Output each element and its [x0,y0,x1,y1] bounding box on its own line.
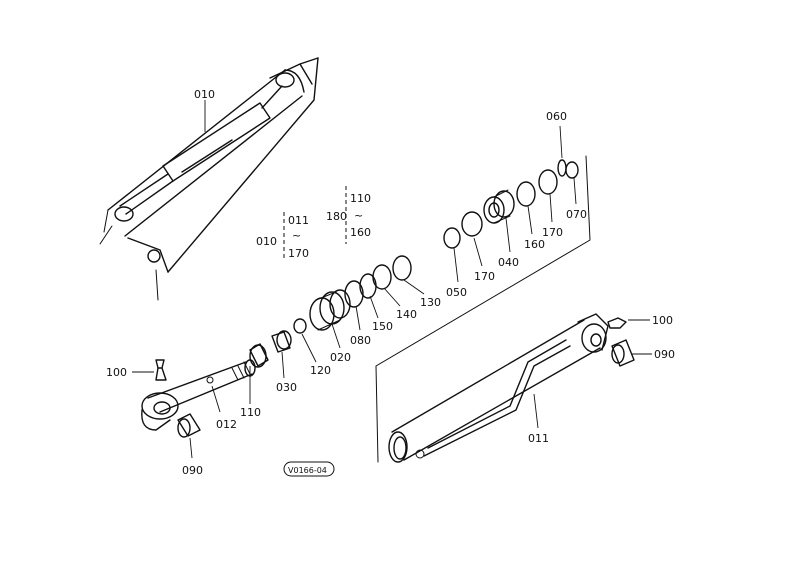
boom-cylinder [114,72,295,263]
part-label-011: 011 [528,432,549,445]
group-010-label: 010 [256,235,277,248]
group-010-to: 170 [288,247,309,260]
group-010-from: 011 [288,214,309,227]
part-label-140: 140 [396,308,417,321]
group-180-tilde: ~ [354,209,363,222]
group-180-from: 110 [350,192,371,205]
snap-ring-070: 070 [565,161,587,221]
part-label-020: 020 [330,351,351,364]
ring-170-a: 170 [461,211,495,283]
part-label-090-right: 090 [654,348,675,361]
drawing-code: V0166-04 [288,466,327,475]
part-label-030: 030 [276,381,297,394]
piston-rod [141,359,256,431]
ring-150: 150 [359,273,393,333]
part-label-070: 070 [566,208,587,221]
group-180: 180 110 ~ 160 [326,186,371,244]
part-label-050: 050 [446,286,467,299]
part-label-010: 010 [194,88,215,101]
nut-110: 110 [240,343,269,419]
part-label-160: 160 [524,238,545,251]
ring-080: 080 [344,280,371,347]
part-label-170-a: 170 [474,270,495,283]
part-label-060: 060 [546,110,567,123]
group-010-tilde: ~ [292,229,301,242]
ring-130: 130 [392,255,441,309]
part-label-040: 040 [498,256,519,269]
part-label-150: 150 [372,320,393,333]
ring-160: 160 [516,181,545,251]
cylinder-tube: 011 [375,155,609,463]
part-label-110: 110 [240,406,261,419]
part-label-100-left: 100 [106,366,127,379]
gland-040: 040 [483,189,519,269]
grease-nipple-left: 100 [106,359,167,381]
grease-nipple-right: 100 [607,314,673,329]
bushing-right: 090 [611,339,675,367]
part-label-012: 012 [216,418,237,431]
bushing-left: 090 [177,413,203,477]
piston-020: 020 [309,289,351,364]
drawing-code-badge: V0166-04 [283,461,335,477]
part-label-080: 080 [350,334,371,347]
part-label-090-left: 090 [182,464,203,477]
part-label-120: 120 [310,364,331,377]
part-label-170-b: 170 [542,226,563,239]
group-180-label: 180 [326,210,347,223]
collar-030: 030 [271,330,297,394]
ring-170-b: 170 [538,169,563,239]
part-label-100-right: 100 [652,314,673,327]
ring-140: 140 [372,264,417,321]
group-010: 010 011 ~ 170 [256,212,309,260]
group-180-to: 160 [350,226,371,239]
ring-120: 120 [293,318,331,377]
wiper-060: 060 [546,110,567,177]
boom-overview: 010 [99,57,319,301]
part-label-130: 130 [420,296,441,309]
ring-050: 050 [443,227,467,299]
